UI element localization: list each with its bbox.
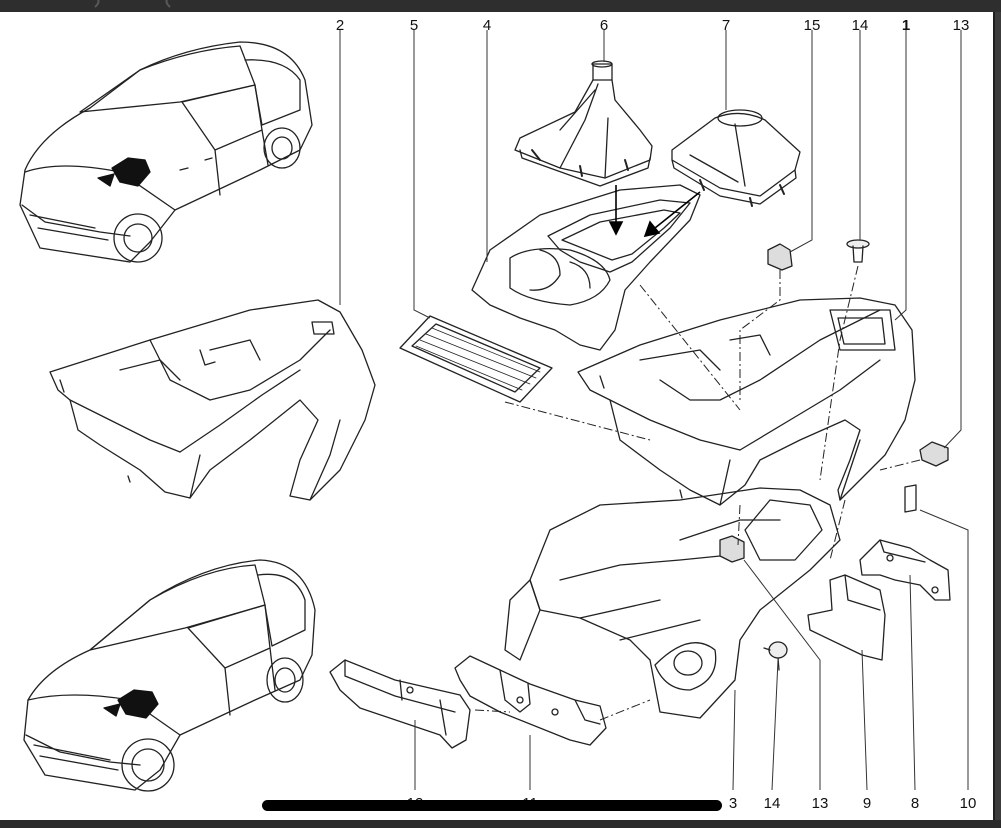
part-7-trim-cover bbox=[671, 109, 801, 207]
part-11-bracket bbox=[454, 655, 607, 746]
part-5-mat bbox=[399, 315, 553, 403]
callout-10: 10 bbox=[959, 795, 977, 812]
part-14-fastener-top bbox=[846, 239, 870, 263]
callout-13-bottom: 13 bbox=[811, 795, 829, 812]
crossover-locator-image bbox=[23, 559, 316, 792]
callout-14-bottom: 14 bbox=[763, 795, 781, 812]
part-13-clip-right bbox=[919, 441, 949, 467]
assembly-lines bbox=[474, 265, 921, 721]
part-9-bracket bbox=[807, 574, 886, 661]
callout-9: 9 bbox=[862, 795, 872, 812]
callout-6: 6 bbox=[599, 17, 609, 34]
part-4-top-bezel bbox=[471, 184, 701, 351]
installation-arrows bbox=[608, 185, 701, 238]
diagram-sheet bbox=[0, 12, 995, 820]
part-13-clip-lower bbox=[719, 535, 745, 563]
leader-lines bbox=[339, 30, 969, 791]
sedan-console-highlight bbox=[111, 157, 151, 187]
part-3-bracket-frame bbox=[504, 487, 841, 719]
part-2-console-tunnel bbox=[49, 299, 376, 501]
part-6-shift-boot bbox=[514, 60, 653, 187]
part-1-console-tunnel bbox=[577, 297, 916, 506]
callout-1: 1 bbox=[901, 17, 911, 34]
callout-7: 7 bbox=[721, 17, 731, 34]
top-bar bbox=[0, 0, 1001, 12]
cropped-header-glyphs bbox=[94, 0, 171, 8]
part-8-bracket bbox=[859, 539, 951, 601]
part-12-bracket bbox=[329, 659, 471, 749]
callout-15: 15 bbox=[803, 17, 821, 34]
callout-13-top: 13 bbox=[952, 17, 970, 34]
callout-8: 8 bbox=[910, 795, 920, 812]
crossover-console-highlight bbox=[117, 689, 159, 719]
part-15-clip bbox=[767, 243, 793, 271]
home-indicator-bar[interactable] bbox=[262, 800, 722, 811]
callout-14-top: 14 bbox=[851, 17, 869, 34]
part-14-fastener-lower bbox=[763, 641, 788, 671]
callout-3: 3 bbox=[728, 795, 738, 812]
sedan-locator-image bbox=[19, 41, 313, 263]
bottom-bar bbox=[0, 820, 1001, 828]
callout-4: 4 bbox=[482, 17, 492, 34]
callout-5: 5 bbox=[409, 17, 419, 34]
part-10-pad bbox=[904, 484, 917, 513]
callout-2: 2 bbox=[335, 17, 345, 34]
